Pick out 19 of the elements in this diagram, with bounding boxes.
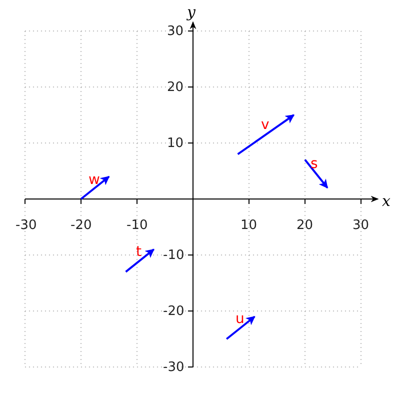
tick-label: -20 bbox=[163, 304, 184, 318]
tick-label: -10 bbox=[126, 218, 148, 232]
tick-label: -20 bbox=[70, 218, 92, 232]
tick-label: -10 bbox=[163, 248, 184, 262]
tick-label: 20 bbox=[167, 80, 184, 94]
vector-label: u bbox=[236, 312, 244, 326]
axis-label: x bbox=[382, 194, 390, 208]
vector-label: w bbox=[88, 173, 100, 187]
tick-label: 30 bbox=[352, 218, 370, 232]
tick-label: 20 bbox=[296, 218, 314, 232]
vector-label: v bbox=[261, 118, 270, 132]
tick-label: 10 bbox=[240, 218, 258, 232]
vector-label: s bbox=[310, 157, 318, 171]
tick-label: -30 bbox=[163, 360, 184, 374]
axis-label: y bbox=[187, 4, 196, 20]
tick-label: 30 bbox=[167, 24, 184, 38]
tick-label: 10 bbox=[167, 136, 184, 150]
tick-label: -30 bbox=[16, 218, 37, 232]
vector-label: t bbox=[136, 245, 142, 259]
